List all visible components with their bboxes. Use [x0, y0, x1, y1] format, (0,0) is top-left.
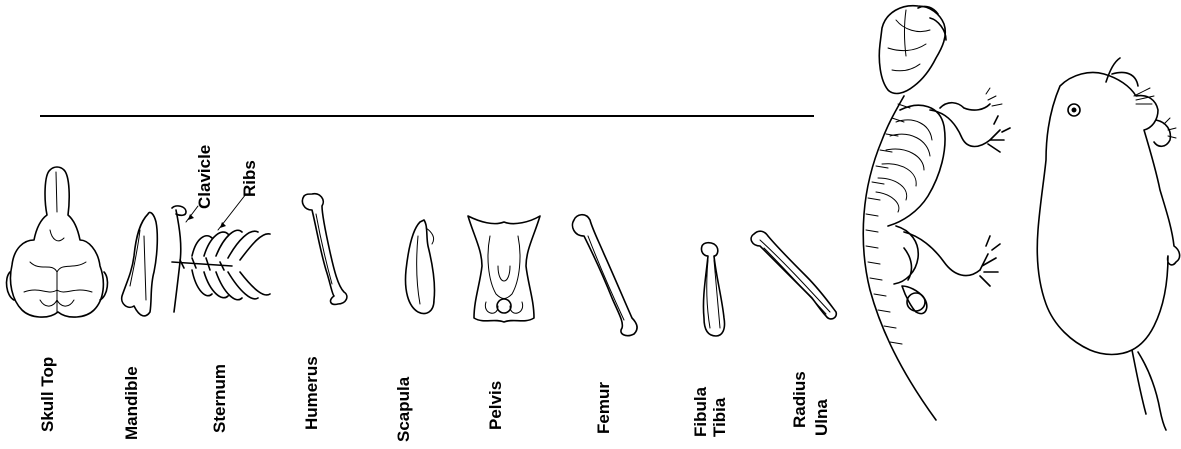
label-ribs: Ribs [241, 160, 258, 197]
rodent-skeleton-drawing [863, 6, 1010, 420]
label-radius: Radius [791, 371, 808, 428]
femur-drawing [572, 215, 637, 336]
pelvis-drawing [468, 216, 540, 322]
label-sternum: Sternum [211, 364, 228, 433]
label-tibia: Tibia [711, 398, 728, 437]
scapula-drawing [406, 220, 435, 314]
radius-ulna-drawing [751, 231, 836, 319]
label-fibula: Fibula [692, 387, 709, 437]
skull-top-drawing [7, 167, 108, 317]
label-clavicle: Clavicle [196, 145, 213, 209]
label-scapula: Scapula [395, 377, 412, 442]
humerus-drawing [302, 194, 346, 305]
label-ulna: Ulna [813, 399, 830, 436]
sternum-drawing [172, 194, 270, 312]
fibula-tibia-drawing [701, 243, 724, 336]
label-pelvis: Pelvis [487, 381, 504, 430]
label-humerus: Humerus [303, 356, 320, 430]
label-femur: Femur [595, 382, 612, 434]
label-mandible: Mandible [123, 366, 140, 440]
label-skull-top: Skull Top [39, 357, 56, 432]
mandible-drawing [122, 212, 158, 316]
rodent-body-drawing [1037, 58, 1179, 430]
